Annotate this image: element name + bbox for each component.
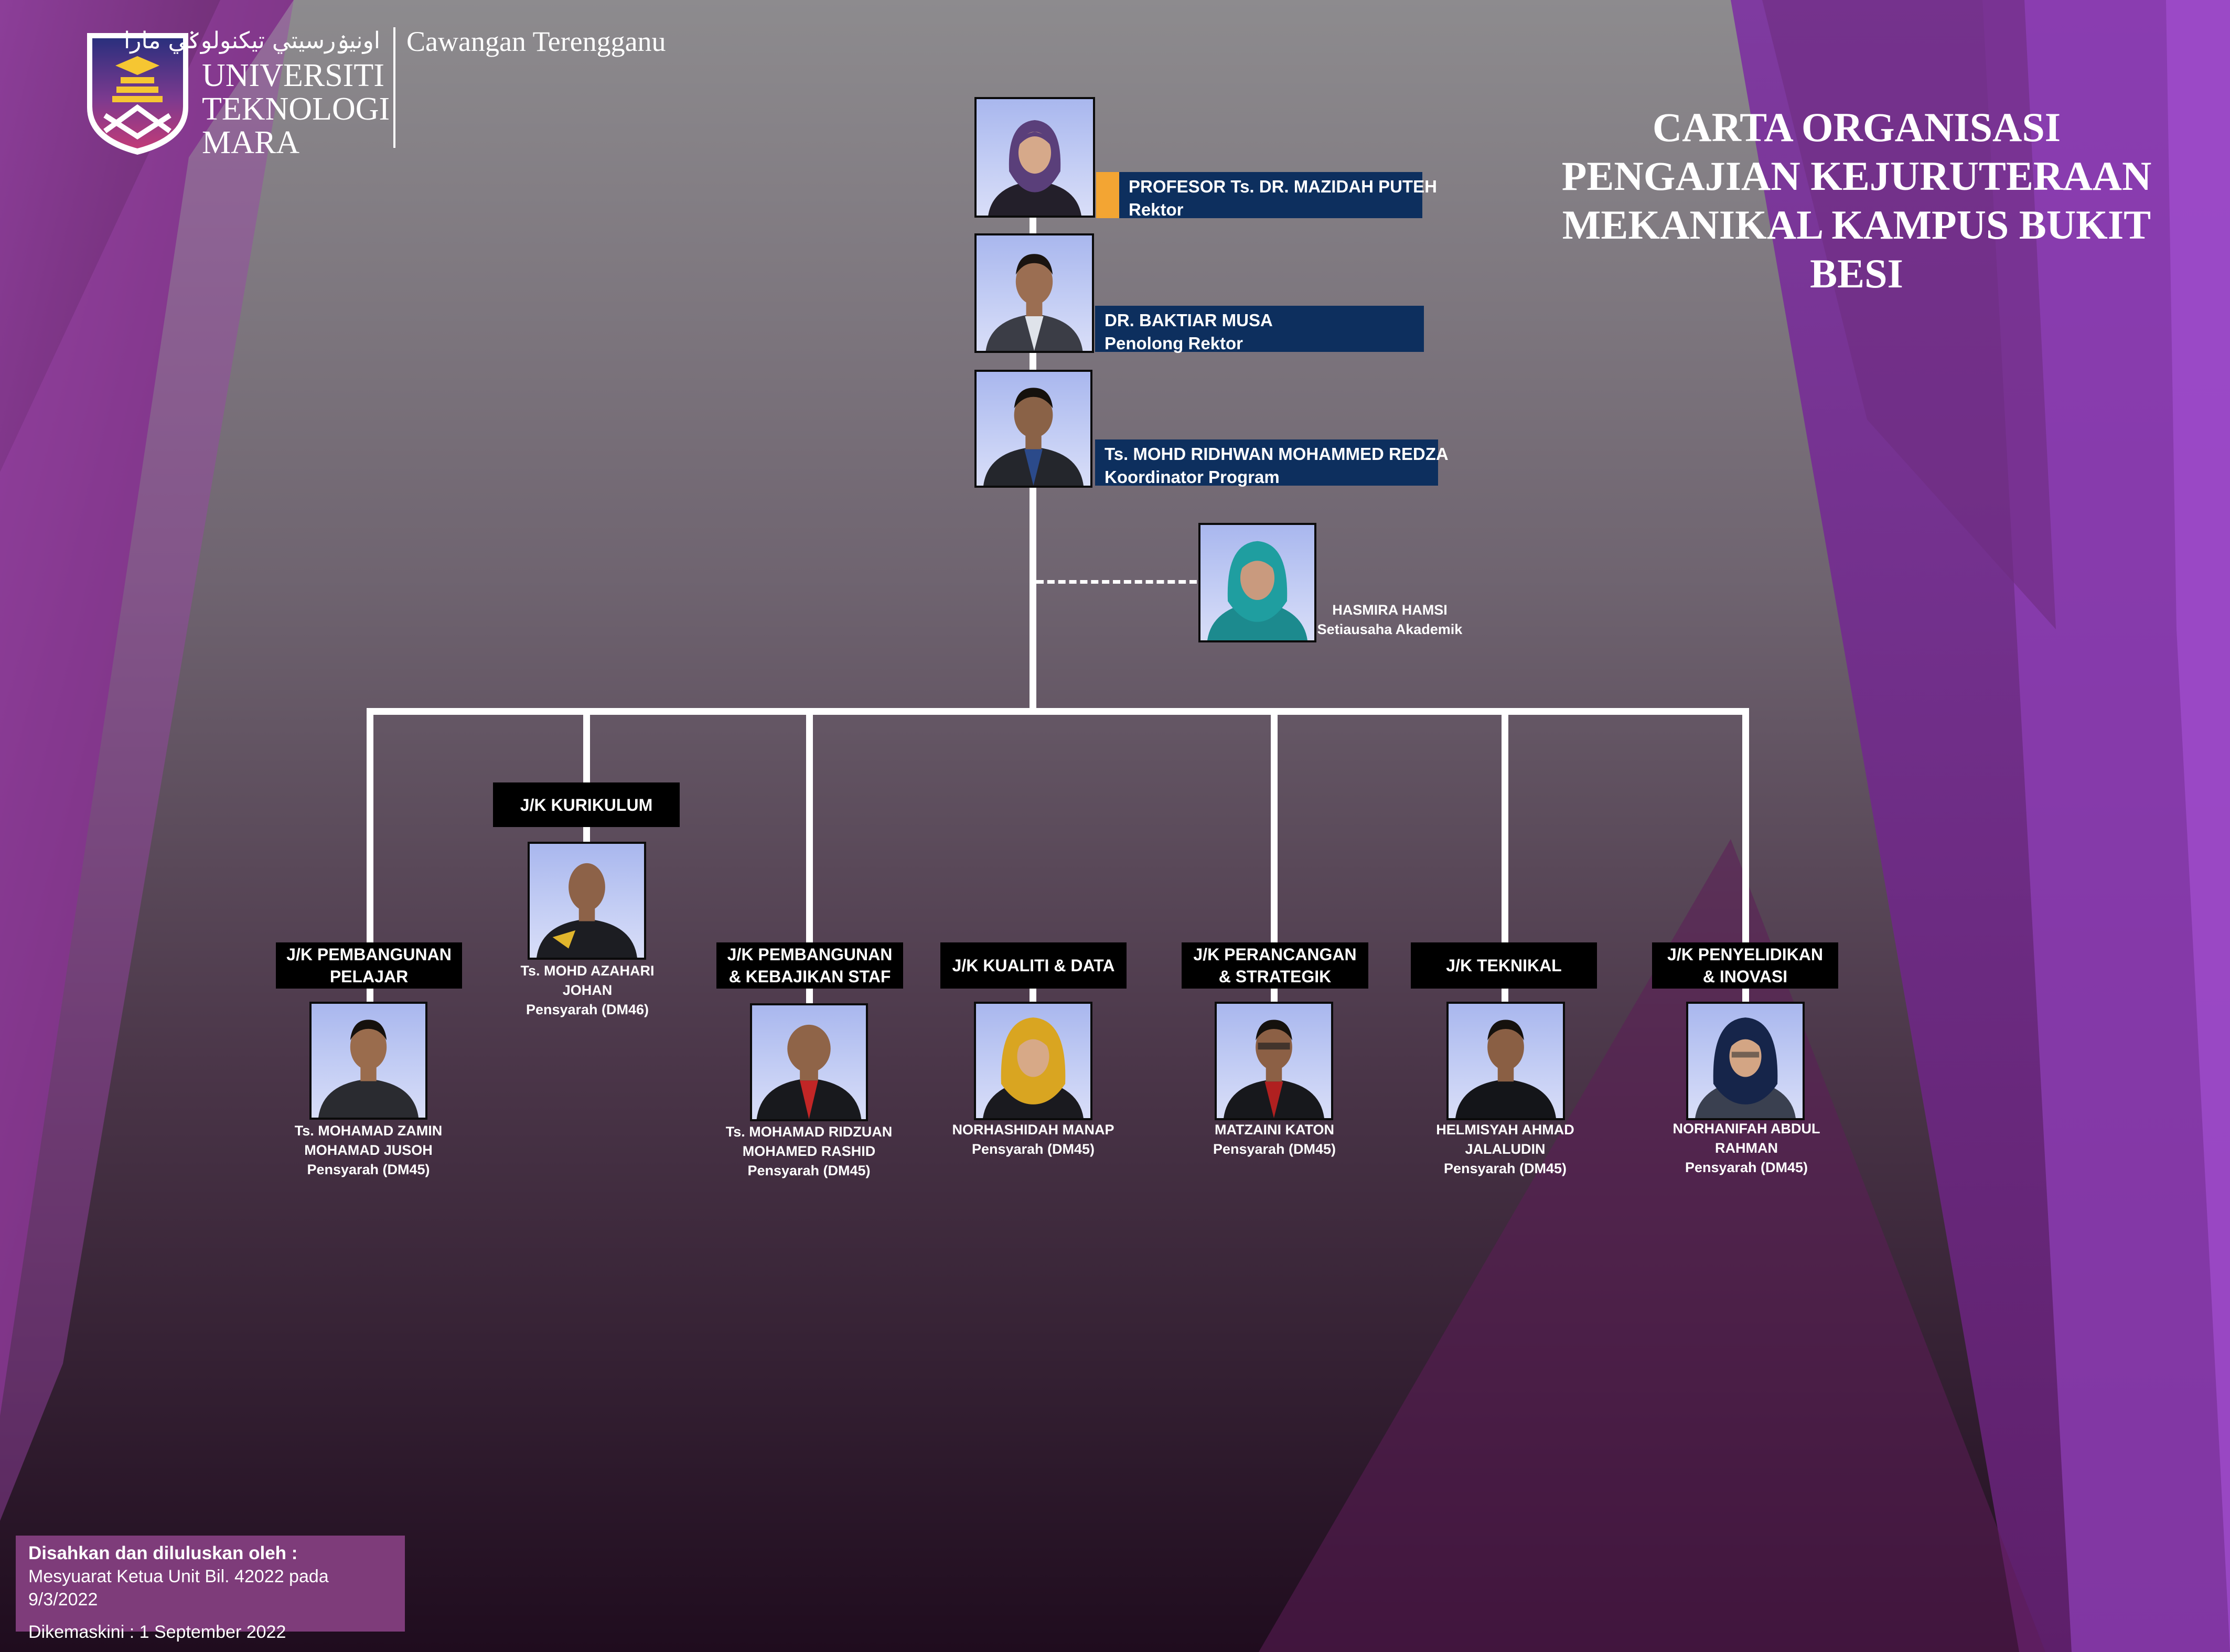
- branch-7: [1742, 708, 1749, 949]
- uitm-logo: [84, 29, 191, 157]
- committee-kebajikan-staf: J/K PEMBANGUNAN& KEBAJIKAN STAF: [716, 942, 903, 989]
- uitm-shield-icon: [87, 33, 188, 155]
- koordinator-name: Ts. MOHD RIDHWAN MOHAMMED REDZA: [1105, 444, 1449, 464]
- member-6-photo: [1446, 1002, 1565, 1120]
- branch-5-link: [1271, 989, 1278, 1004]
- member-2-photo: [528, 842, 646, 960]
- title-line-2: PENGAJIAN KEJURUTERAAN: [1561, 153, 2152, 199]
- approval-heading: Disahkan dan diluluskan oleh :: [28, 1543, 298, 1563]
- member-7-photo: [1686, 1002, 1805, 1120]
- approval-updated: Dikemaskini : 1 September 2022: [28, 1622, 286, 1642]
- university-line-1: UNIVERSITI: [202, 58, 384, 93]
- university-line-3: MARA: [202, 125, 300, 160]
- secretary-dashed-link: [1036, 580, 1197, 584]
- secretary-name: HASMIRA HAMSI: [1332, 602, 1448, 618]
- logo-arabic-text: اونيۏرسيتي تيكنولوݢي مارا: [124, 27, 380, 54]
- approval-box: Disahkan dan diluluskan oleh : Mesyuarat…: [16, 1536, 405, 1642]
- campus-name: Cawangan Terengganu: [406, 26, 666, 57]
- member-4-caption: NORHASHIDAH MANAP Pensyarah (DM45): [952, 1122, 1114, 1157]
- branch-1: [367, 708, 373, 949]
- person-hijab-icon: [988, 120, 1081, 216]
- branch-7-link: [1742, 989, 1749, 1004]
- penolong-rektor-photo: [974, 233, 1094, 353]
- member-7-caption: NORHANIFAH ABDUL RAHMAN Pensyarah (DM45): [1672, 1121, 1820, 1175]
- member-6-caption: HELMISYAH AHMAD JALALUDIN Pensyarah (DM4…: [1436, 1122, 1574, 1176]
- person-hijab-icon: [983, 1017, 1084, 1118]
- person-icon: [1224, 1020, 1324, 1118]
- committee-perancangan-strategik: J/K PERANCANGAN& STRATEGIK: [1182, 942, 1368, 989]
- branch-3: [806, 708, 813, 949]
- rektor-accent-bar: [1096, 172, 1119, 218]
- branch-2: [583, 708, 590, 787]
- koordinator-photo: [974, 370, 1092, 488]
- member-2-caption: Ts. MOHD AZAHARI JOHAN Pensyarah (DM46): [520, 963, 655, 1017]
- page-title: CARTA ORGANISASI PENGAJIAN KEJURUTERAAN …: [1531, 103, 2182, 298]
- committee-teknikal: J/K TEKNIKAL: [1411, 942, 1597, 989]
- title-line-1: CARTA ORGANISASI: [1652, 104, 2061, 150]
- person-icon: [756, 1024, 862, 1119]
- secretary-caption: HASMIRA HAMSI Setiausaha Akademik: [1311, 600, 1468, 639]
- branch-5: [1271, 708, 1278, 949]
- member-3-caption: Ts. MOHAMAD RIDZUAN MOHAMED RASHID Pensy…: [725, 1124, 893, 1178]
- university-name: UNIVERSITI TEKNOLOGI MARA: [202, 59, 390, 159]
- person-hijab-icon: [1207, 541, 1307, 640]
- penolong-rektor-name: DR. BAKTIAR MUSA: [1105, 310, 1273, 330]
- secretary-photo: [1198, 523, 1316, 642]
- member-3-photo: [750, 1003, 868, 1121]
- member-5-caption: MATZAINI KATON Pensyarah (DM45): [1213, 1122, 1336, 1157]
- member-5-photo: [1215, 1002, 1333, 1120]
- koordinator-label: Ts. MOHD RIDHWAN MOHAMMED REDZA Koordina…: [1095, 439, 1449, 487]
- member-4-photo: [974, 1002, 1092, 1120]
- committee-kurikulum: J/K KURIKULUM: [493, 782, 680, 827]
- penolong-rektor-label: DR. BAKTIAR MUSA Penolong Rektor: [1095, 306, 1424, 353]
- title-line-4: BESI: [1810, 251, 1903, 296]
- rektor-name: PROFESOR Ts. DR. MAZIDAH PUTEH: [1129, 177, 1437, 196]
- branch-1-link: [367, 989, 373, 1004]
- person-icon: [537, 863, 637, 958]
- penolong-rektor-role: Penolong Rektor: [1105, 334, 1243, 353]
- horizontal-branch: [367, 708, 1749, 715]
- university-line-2: TEKNOLOGI: [202, 91, 390, 127]
- secretary-role: Setiausaha Akademik: [1317, 621, 1463, 637]
- person-hijab-icon: [1695, 1017, 1796, 1118]
- branch-4-link: [1030, 989, 1036, 1004]
- person-suit-icon: [983, 388, 1084, 486]
- branch-2b: [583, 823, 590, 844]
- person-icon: [318, 1020, 419, 1118]
- approval-meeting: Mesyuarat Ketua Unit Bil. 42022 pada 9/3…: [28, 1567, 329, 1610]
- member-1-caption: Ts. MOHAMAD ZAMIN MOHAMAD JUSOH Pensyara…: [294, 1123, 443, 1177]
- branch-3-link: [806, 989, 813, 1004]
- member-1-photo: [309, 1002, 427, 1120]
- branch-6: [1502, 708, 1508, 949]
- rektor-role: Rektor: [1129, 200, 1184, 219]
- logo-divider: [393, 27, 395, 148]
- title-line-3: MEKANIKAL KAMPUS BUKIT: [1562, 202, 2151, 248]
- committee-kualiti-data: J/K KUALITI & DATA: [940, 942, 1127, 989]
- koordinator-role: Koordinator Program: [1105, 467, 1280, 487]
- committee-penyelidikan-inovasi: J/K PENYELIDIKAN& INOVASI: [1652, 942, 1838, 989]
- person-suit-icon: [985, 254, 1083, 351]
- branch-6-link: [1502, 989, 1508, 1004]
- person-icon: [1455, 1020, 1556, 1118]
- rektor-label: PROFESOR Ts. DR. MAZIDAH PUTEH Rektor: [1119, 172, 1437, 219]
- rektor-photo: [974, 97, 1095, 218]
